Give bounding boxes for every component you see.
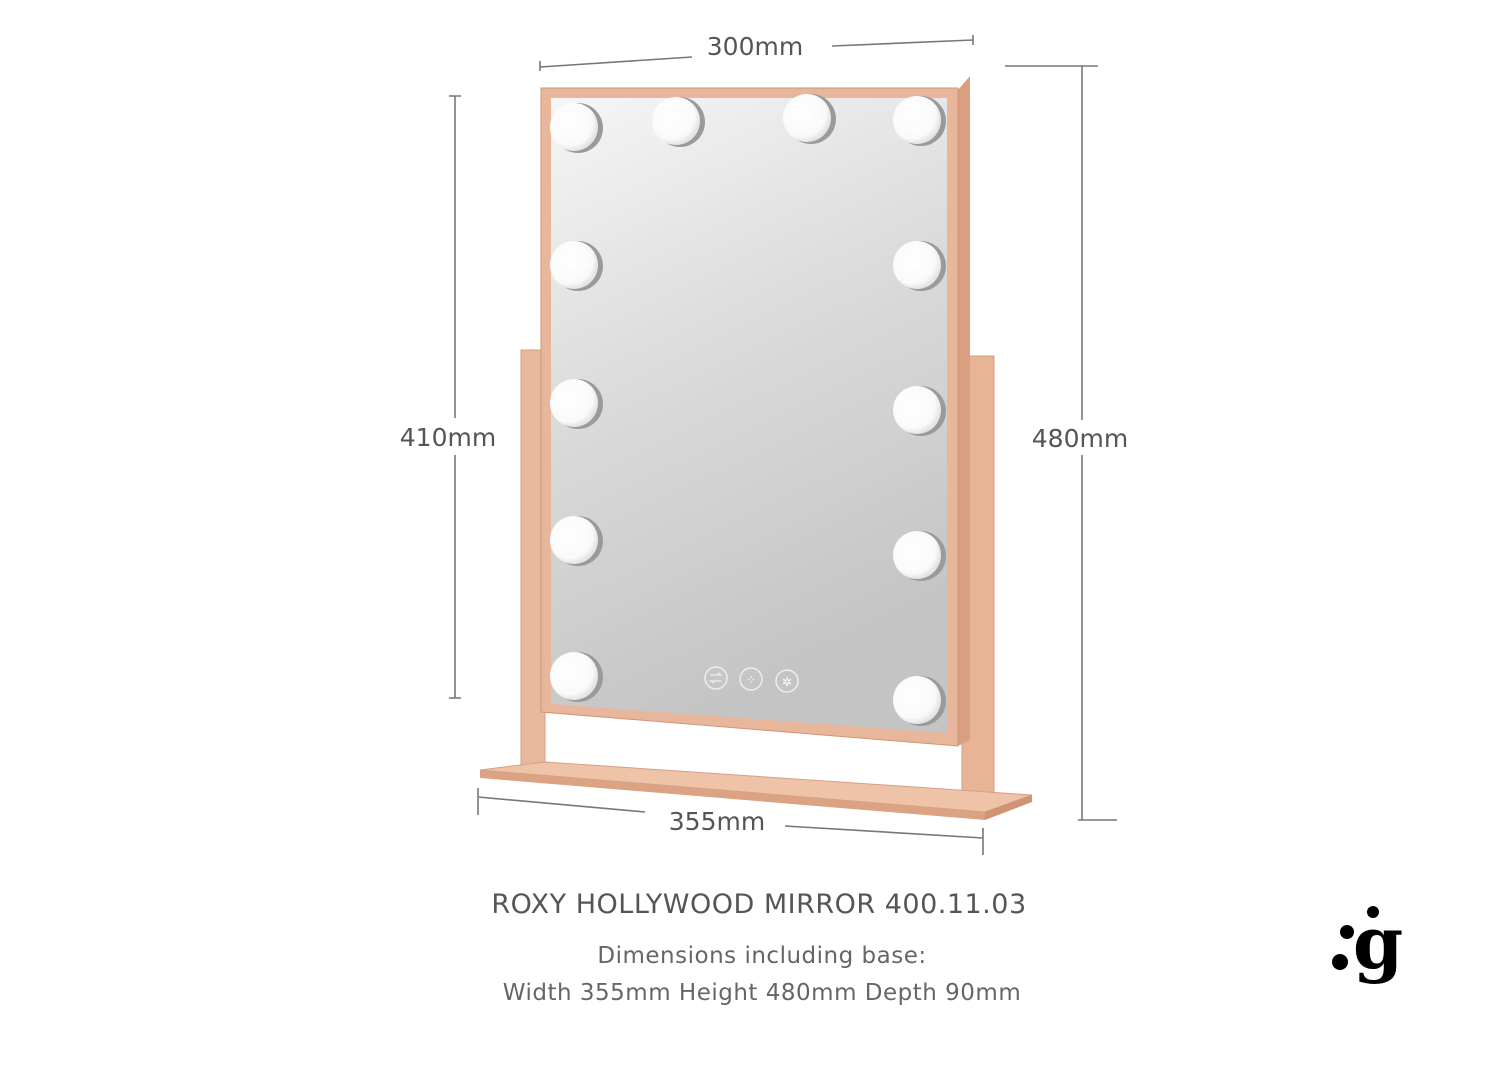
bulb	[893, 386, 941, 434]
logo-letter: g	[1353, 900, 1403, 985]
bulbs	[550, 94, 946, 726]
bulb	[550, 652, 598, 700]
bulb	[652, 97, 700, 145]
base-width-label: 355mm	[669, 807, 765, 836]
mirror-glass	[551, 98, 947, 733]
top-width-label: 300mm	[707, 32, 803, 61]
bulb	[550, 103, 598, 151]
bulb	[550, 241, 598, 289]
bulb	[893, 531, 941, 579]
svg-text:✲: ✲	[782, 675, 792, 689]
bulb	[550, 516, 598, 564]
bulb	[893, 96, 941, 144]
total-height-label: 480mm	[1032, 424, 1128, 453]
mirror-frame	[540, 76, 970, 747]
switch-icon[interactable]	[704, 666, 728, 690]
bulb	[783, 94, 831, 142]
product-title: ROXY HOLLYWOOD MIRROR 400.11.03	[491, 889, 1026, 920]
bulb	[893, 676, 941, 724]
brightness-icon[interactable]: ✲	[775, 669, 799, 693]
dimensions-detail: Width 355mm Height 480mm Depth 90mm	[503, 980, 1021, 1006]
svg-text:⁘: ⁘	[746, 673, 756, 687]
bulb	[550, 379, 598, 427]
dimmer-icon[interactable]: ⁘	[739, 667, 763, 691]
brand-logo: g	[1332, 900, 1403, 985]
mirror-height-label: 410mm	[400, 423, 496, 452]
bulb	[893, 241, 941, 289]
touch-controls: ⁘ ✲	[704, 666, 799, 693]
dimensions-heading: Dimensions including base:	[597, 943, 926, 969]
dimension-lines	[449, 35, 1117, 855]
